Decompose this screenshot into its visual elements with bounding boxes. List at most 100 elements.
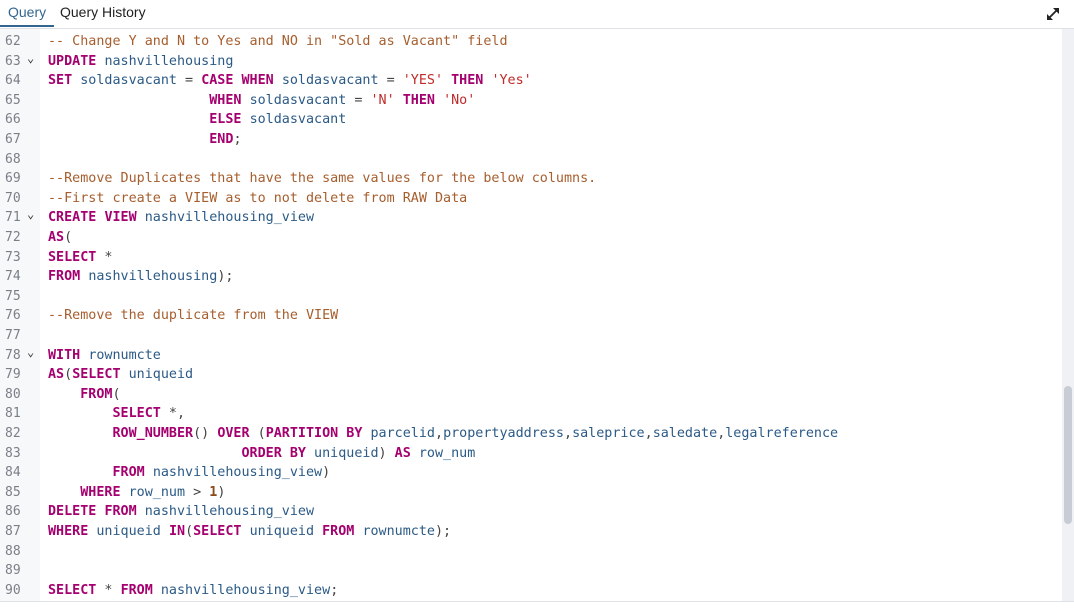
sql-punctuation: ( — [185, 524, 194, 539]
sql-editor[interactable]: 62 -- Change Y and N to Yes and NO in "So… — [0, 29, 1074, 601]
sql-keyword: FROM — [80, 386, 113, 402]
line-number: 78 — [5, 347, 21, 363]
sql-punctuation — [411, 446, 419, 461]
sql-punctuation — [48, 465, 113, 480]
sql-punctuation: > — [185, 484, 210, 500]
sql-keyword: SELECT — [112, 406, 161, 422]
sql-keyword: AS — [394, 445, 411, 461]
sql-punctuation: * — [96, 582, 121, 598]
sql-identifier: uniqueid — [249, 524, 315, 539]
sql-identifier: rownumcte — [362, 524, 435, 539]
sql-comment: --First create a VIEW as to not delete f… — [48, 190, 468, 206]
line-number: 62 — [5, 34, 21, 49]
tab-query-history[interactable]: Query History — [60, 4, 146, 20]
sql-keyword: CASE — [201, 73, 234, 89]
sql-punctuation: ; — [330, 582, 339, 598]
sql-punctuation — [153, 583, 161, 598]
code-text: AS(SELECT uniqueid — [48, 365, 193, 385]
sql-identifier: row_num — [128, 484, 186, 500]
sql-punctuation — [48, 112, 209, 127]
line-number: 90 — [5, 582, 21, 598]
sql-keyword: IN — [168, 524, 186, 539]
sql-punctuation: = — [378, 73, 403, 89]
code-text: SELECT * FROM nashvillehousing_view; — [48, 581, 338, 601]
sql-punctuation: , — [717, 426, 726, 441]
code-text: ORDER BY uniqueid) AS row_num — [48, 444, 475, 464]
code-text: WITH rownumcte — [48, 346, 161, 366]
chevron-down-icon[interactable]: ⌄ — [27, 50, 35, 65]
sql-punctuation: ); — [217, 269, 234, 285]
code-text: DELETE FROM nashvillehousing_view — [48, 502, 314, 522]
expand-arrows-icon[interactable] — [1044, 5, 1062, 23]
sql-string: 'N' — [370, 92, 395, 108]
sql-keyword: SET — [48, 73, 73, 89]
sql-keyword: AS — [48, 367, 65, 383]
line-number: 85 — [5, 484, 21, 500]
sql-punctuation: ( — [64, 230, 73, 245]
sql-identifier: uniqueid — [96, 524, 161, 539]
sql-punctuation — [161, 524, 169, 539]
line-number: 66 — [5, 112, 21, 128]
code-text: WHEN soldasvacant = 'N' THEN 'No' — [48, 91, 475, 111]
code-text: --Remove the duplicate from the VIEW — [48, 306, 338, 326]
sql-identifier: soldasvacant — [249, 92, 347, 108]
sql-comment: --Remove Duplicates that have the same v… — [48, 171, 597, 187]
sql-keyword: ORDER BY — [241, 445, 306, 461]
sql-keyword: AS — [48, 230, 65, 245]
sql-punctuation — [242, 112, 250, 127]
tab-query[interactable]: Query — [0, 0, 55, 27]
chevron-down-icon[interactable]: ⌄ — [27, 344, 35, 359]
code-text: FROM nashvillehousing); — [48, 267, 233, 287]
sql-punctuation — [48, 93, 209, 108]
sql-keyword: FROM — [112, 465, 145, 481]
sql-punctuation: ) — [217, 484, 226, 500]
sql-punctuation — [48, 426, 113, 441]
sql-keyword: SELECT — [193, 524, 242, 539]
sql-punctuation: () — [193, 426, 218, 441]
sql-punctuation — [137, 210, 145, 225]
line-number: 67 — [5, 132, 21, 147]
editor-bottom-border — [0, 601, 1074, 608]
sql-punctuation: ( — [64, 367, 73, 383]
query-tabs: Query Query History — [0, 0, 1074, 29]
sql-punctuation — [121, 485, 129, 500]
sql-keyword: WHERE — [80, 484, 121, 500]
line-number: 72 — [5, 230, 21, 245]
sql-string: 'No' — [443, 92, 476, 108]
sql-punctuation — [274, 73, 282, 88]
line-number: 68 — [5, 151, 21, 167]
sql-punctuation — [145, 465, 153, 480]
line-number: 86 — [5, 504, 21, 520]
sql-identifier: soldasvacant — [281, 73, 379, 89]
sql-identifier: nashvillehousing — [104, 53, 234, 69]
line-number: 80 — [5, 386, 21, 402]
sql-punctuation — [314, 524, 322, 539]
sql-keyword: WHEN — [241, 73, 274, 89]
sql-keyword: VIEW — [104, 210, 137, 226]
sql-keyword: FROM — [120, 582, 153, 598]
line-number: 81 — [5, 406, 21, 422]
line-number: 83 — [5, 445, 21, 461]
sql-keyword: FROM — [48, 269, 81, 285]
sql-punctuation — [435, 93, 443, 108]
sql-keyword: WHEN — [209, 92, 242, 108]
code-text: --First create a VIEW as to not delete f… — [48, 189, 467, 209]
line-number: 75 — [5, 288, 21, 304]
code-text: SELECT *, — [48, 404, 186, 424]
scrollbar-thumb[interactable] — [1064, 386, 1072, 524]
code-text: FROM( — [48, 385, 120, 405]
sql-comment: -- Change Y and N to Yes and NO in "Sold… — [48, 34, 508, 49]
sql-string: 'YES' — [402, 73, 444, 89]
code-text: WHERE uniqueid IN(SELECT uniqueid FROM r… — [48, 522, 451, 542]
sql-identifier: soldasvacant — [80, 73, 177, 89]
chevron-down-icon[interactable]: ⌄ — [27, 207, 35, 222]
sql-identifier: propertyaddress — [443, 426, 564, 441]
code-text: --Remove Duplicates that have the same v… — [48, 169, 596, 189]
line-number: 74 — [5, 269, 21, 285]
sql-keyword: WHERE — [48, 524, 89, 539]
line-number: 88 — [5, 543, 21, 559]
sql-keyword: END — [209, 132, 234, 147]
sql-punctuation: , — [435, 426, 444, 441]
sql-keyword: SELECT — [48, 582, 97, 598]
sql-string: 'Yes' — [491, 73, 532, 89]
